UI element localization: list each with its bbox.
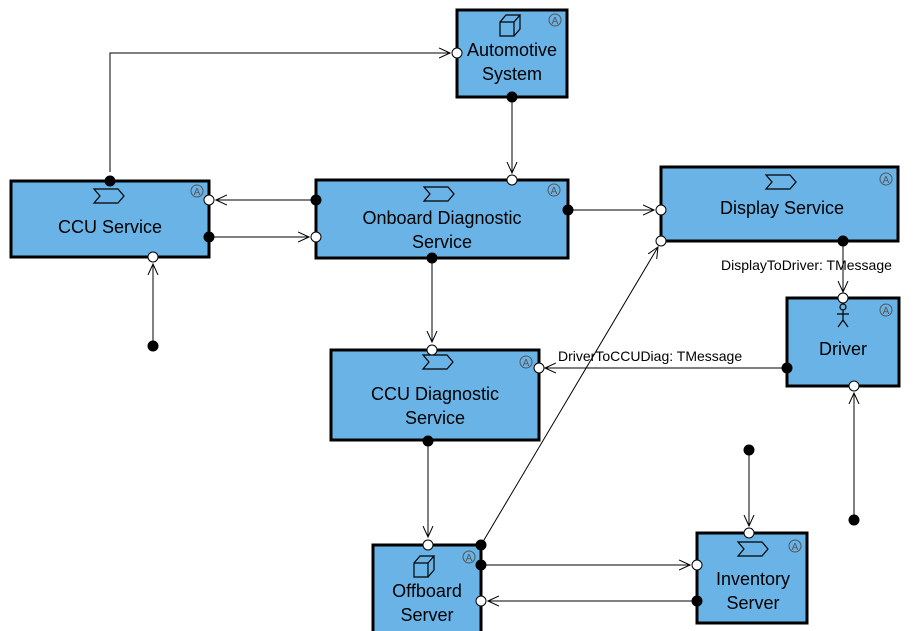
- node-label: Service: [412, 232, 472, 252]
- badge-icon: A: [547, 183, 561, 197]
- port-open[interactable]: [848, 380, 860, 392]
- svg-text:A: A: [523, 358, 530, 369]
- badge-icon: A: [879, 172, 893, 186]
- port-filled[interactable]: [426, 252, 438, 264]
- port-open[interactable]: [147, 251, 159, 263]
- port-open[interactable]: [451, 47, 463, 59]
- badge-icon: A: [190, 184, 204, 198]
- service-chevron-icon: [421, 354, 454, 370]
- service-chevron-icon: [92, 188, 125, 204]
- service-chevron-icon: [764, 174, 797, 190]
- node-label: CCU Service: [58, 217, 162, 237]
- port-filled[interactable]: [422, 435, 434, 447]
- actor-icon: [837, 303, 849, 328]
- badge-icon: A: [788, 539, 802, 553]
- port-open[interactable]: [655, 204, 667, 216]
- svg-text:A: A: [466, 553, 473, 564]
- external-source-dot[interactable]: [147, 340, 159, 352]
- node-label: Inventory: [716, 569, 790, 589]
- service-chevron-icon: [422, 186, 455, 202]
- node-label: Onboard Diagnostic: [362, 208, 521, 228]
- node-label: Driver: [819, 339, 867, 359]
- port-open[interactable]: [203, 194, 215, 206]
- port-open[interactable]: [310, 231, 322, 243]
- node-ccu-service[interactable]: A CCU Service: [9, 179, 211, 259]
- svg-text:A: A: [194, 187, 201, 198]
- port-open[interactable]: [426, 344, 438, 356]
- svg-text:A: A: [551, 186, 558, 197]
- node-offboard-server[interactable]: A Offboard Server: [371, 543, 483, 631]
- node-ccu-diagnostic-service[interactable]: A CCU Diagnostic Service: [329, 348, 541, 442]
- edges: [109, 53, 854, 601]
- cube-icon: [413, 555, 436, 578]
- svg-text:A: A: [792, 542, 799, 553]
- port-open[interactable]: [655, 235, 667, 247]
- service-chevron-icon: [736, 541, 769, 557]
- svg-text:A: A: [883, 306, 890, 317]
- svg-text:A: A: [552, 16, 559, 27]
- port-filled[interactable]: [781, 362, 793, 374]
- external-source-dot[interactable]: [848, 514, 860, 526]
- cube-icon: [499, 14, 522, 37]
- node-inventory-server[interactable]: A Inventory Server: [695, 531, 809, 625]
- edge-ccu-to-automotive[interactable]: [109, 53, 450, 172]
- badge-icon: A: [879, 303, 893, 317]
- port-filled[interactable]: [475, 559, 487, 571]
- svg-text:A: A: [883, 175, 890, 186]
- edge-label-driver-to-ccudiag: DriverToCCUDiag: TMessage: [558, 348, 742, 364]
- node-label: Service: [405, 408, 465, 428]
- node-label: Offboard: [392, 581, 462, 601]
- badge-icon: A: [519, 355, 533, 369]
- ports: [104, 47, 860, 607]
- node-label: Display Service: [720, 198, 844, 218]
- node-label: Server: [400, 605, 453, 625]
- edge-offboard-to-display[interactable]: [480, 247, 658, 546]
- port-filled[interactable]: [310, 194, 322, 206]
- port-filled[interactable]: [104, 175, 116, 187]
- port-open[interactable]: [506, 174, 518, 186]
- port-filled[interactable]: [506, 91, 518, 103]
- port-open[interactable]: [837, 292, 849, 304]
- port-filled[interactable]: [691, 595, 703, 607]
- node-label: Server: [726, 593, 779, 613]
- node-display-service[interactable]: A Display Service: [659, 165, 900, 243]
- badge-icon: A: [548, 13, 562, 27]
- port-open[interactable]: [691, 559, 703, 571]
- node-label: CCU Diagnostic: [371, 384, 499, 404]
- port-open[interactable]: [533, 362, 545, 374]
- port-open[interactable]: [475, 595, 487, 607]
- edge-label-display-to-driver: DisplayToDriver: TMessage: [721, 257, 892, 273]
- node-onboard-diagnostic-service[interactable]: A Onboard Diagnostic Service: [314, 178, 570, 260]
- port-open[interactable]: [743, 527, 755, 539]
- node-automotive-system[interactable]: A Automotive System: [455, 8, 569, 99]
- node-driver[interactable]: A Driver: [785, 296, 901, 388]
- node-label: Automotive: [467, 40, 557, 60]
- port-filled[interactable]: [475, 539, 487, 551]
- node-label: System: [482, 64, 542, 84]
- badge-icon: A: [462, 550, 476, 564]
- port-filled[interactable]: [203, 231, 215, 243]
- external-source-dot[interactable]: [743, 444, 755, 456]
- port-filled[interactable]: [562, 204, 574, 216]
- port-filled[interactable]: [837, 235, 849, 247]
- port-open[interactable]: [422, 539, 434, 551]
